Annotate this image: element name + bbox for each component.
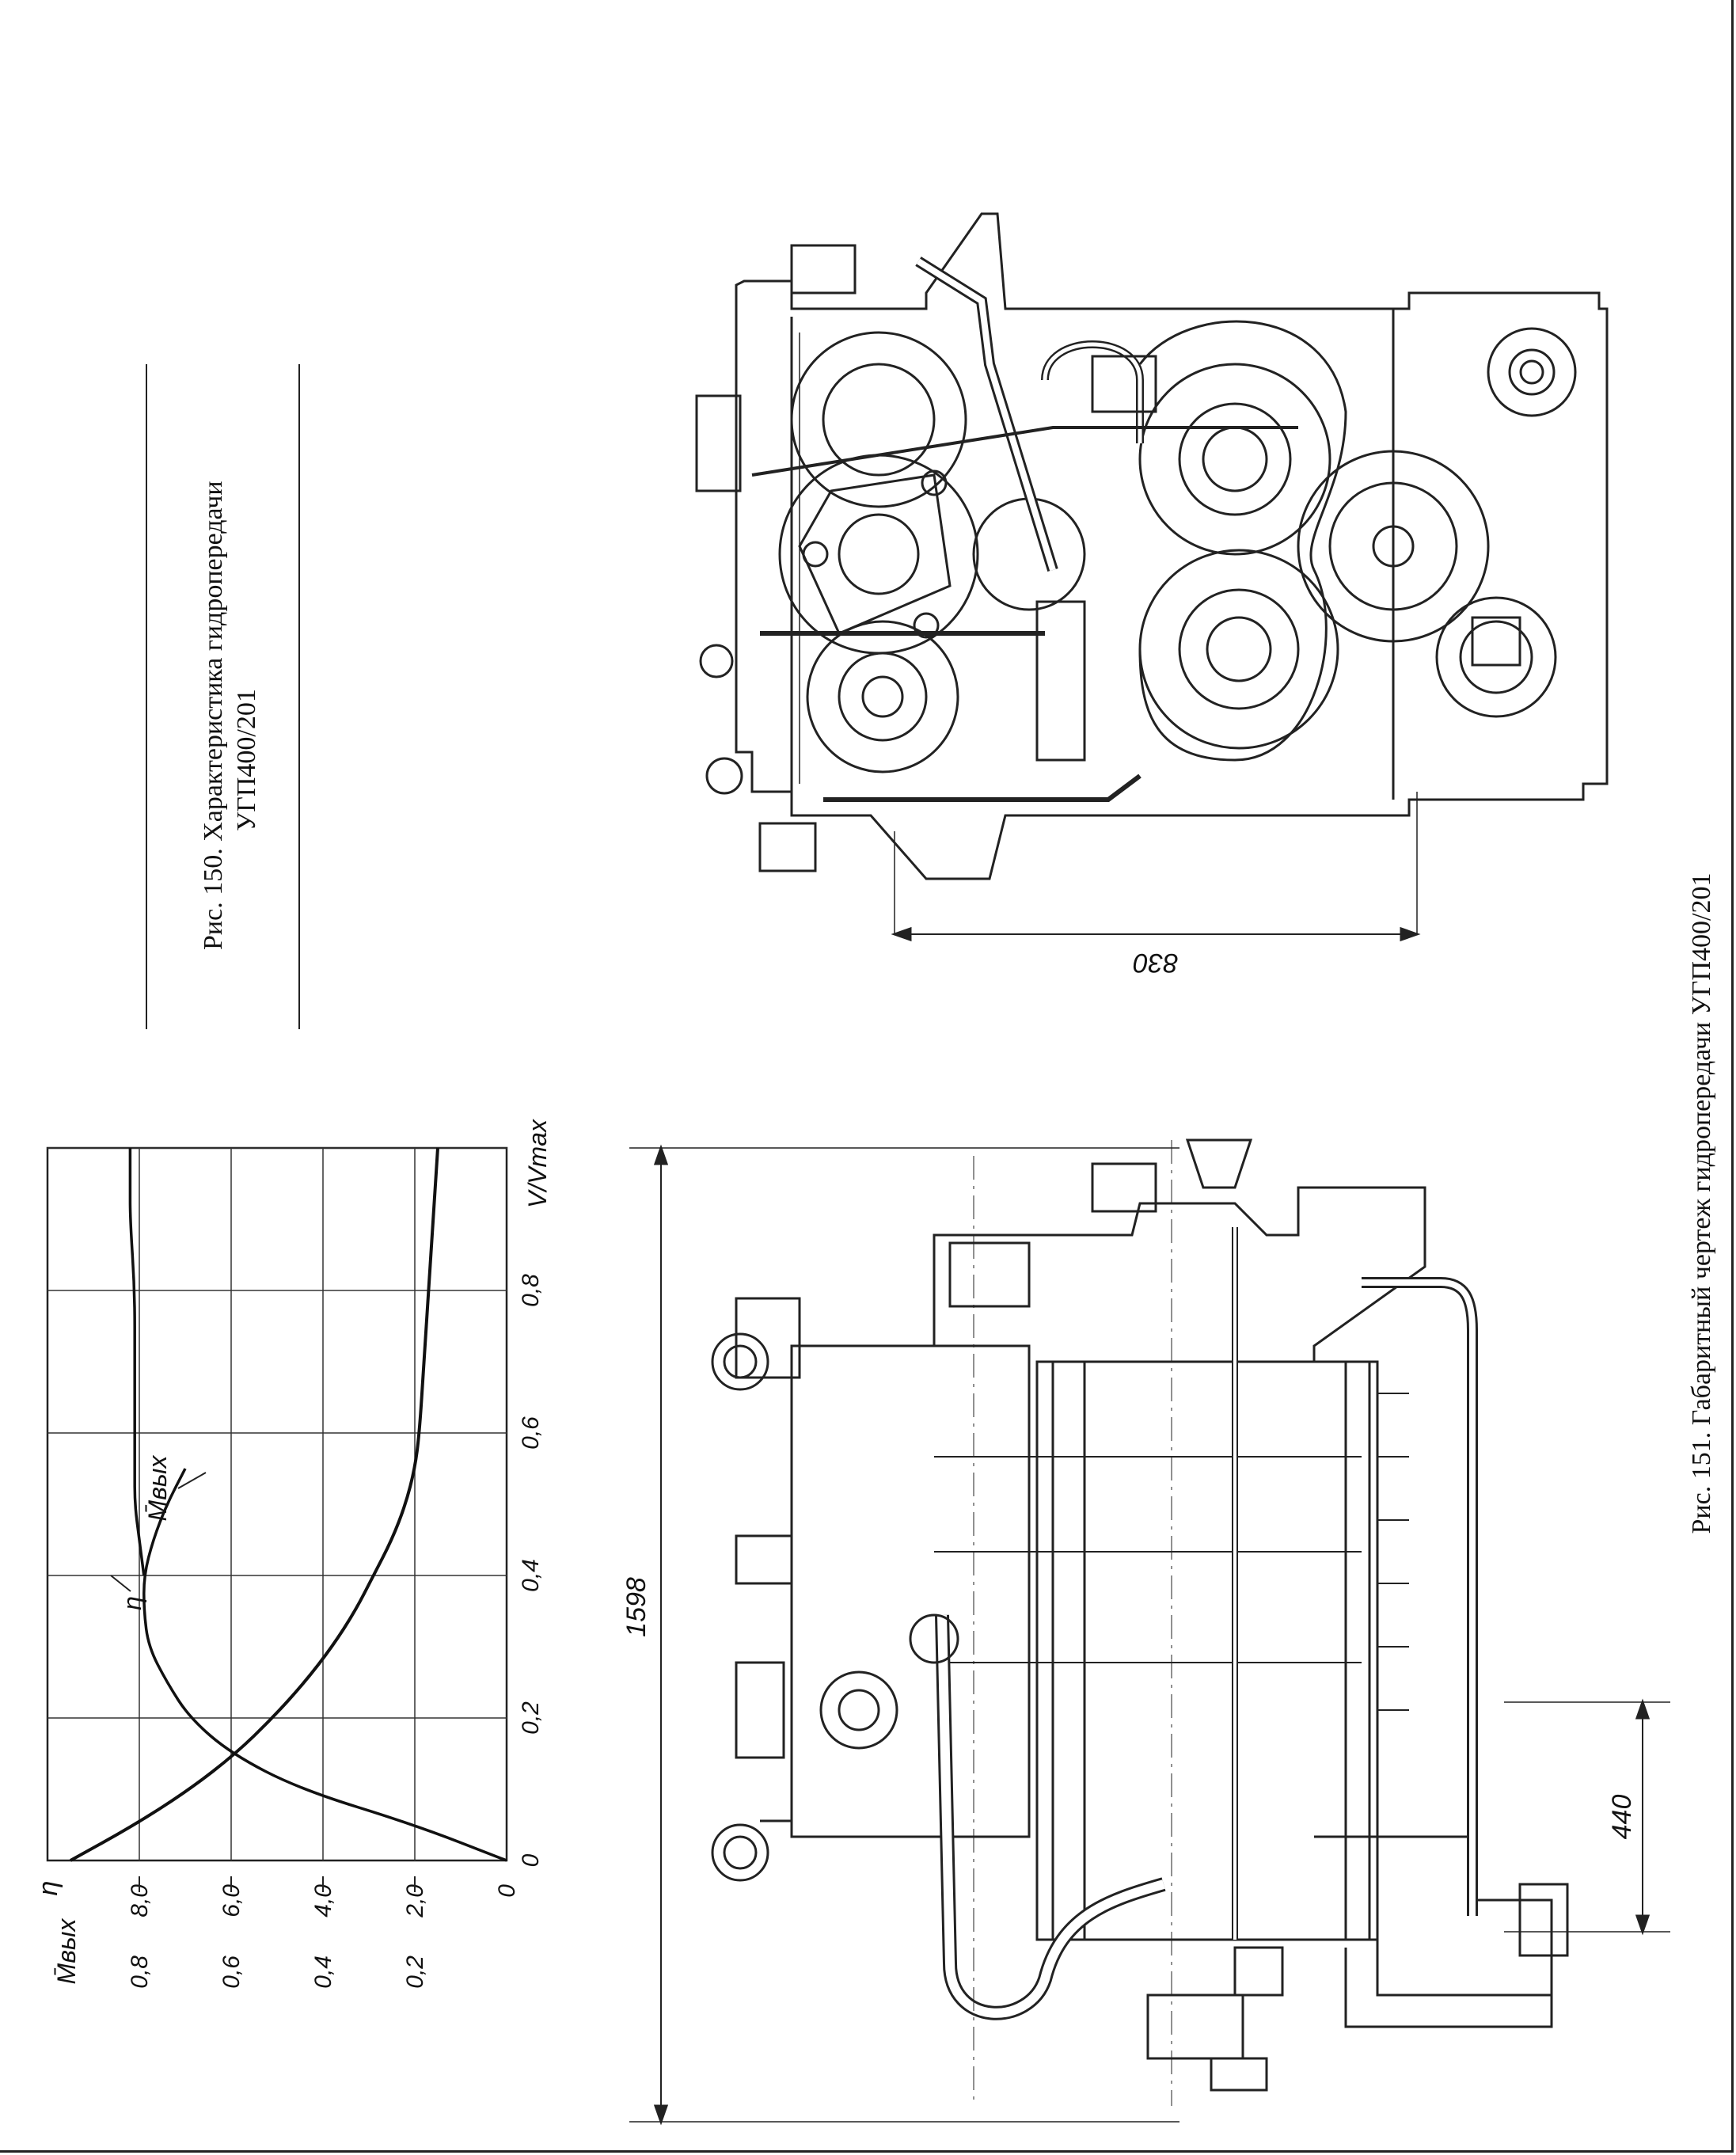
dimension-1598: 1598 bbox=[621, 1577, 651, 1637]
fig150-chart: 00,20,40,60,802,04,06,08,00,20,40,60,8 V… bbox=[33, 1119, 552, 1989]
series-line-2 bbox=[70, 1147, 439, 1862]
chart-grid bbox=[47, 1147, 507, 1860]
chart-ticks: 00,20,40,60,802,04,06,08,00,20,40,60,8 bbox=[127, 1274, 544, 1989]
x-tick-label: 0,4 bbox=[518, 1559, 544, 1592]
chart-series bbox=[70, 1147, 507, 1862]
y-left-axis-label: M̄вых bbox=[52, 1918, 81, 1985]
chart-plot-area bbox=[46, 1146, 508, 1862]
y-left-tick-label: 0 bbox=[494, 1884, 520, 1898]
x-tick-label: 0,8 bbox=[518, 1274, 544, 1307]
y-right-tick-label: 0,2 bbox=[402, 1955, 428, 1989]
dimension-830: 830 bbox=[1134, 948, 1179, 978]
y-right-tick-label: 0,4 bbox=[310, 1955, 336, 1989]
series-line-0 bbox=[142, 1468, 507, 1862]
fig150-caption-line2: УГП400/201 bbox=[232, 689, 261, 831]
series-line-1 bbox=[128, 1148, 146, 1576]
transmission-end-view-drawing bbox=[695, 212, 1609, 942]
fig150-caption-line1: Рис. 150. Характеристика гидропередачи bbox=[199, 481, 228, 950]
x-tick-label: 0,6 bbox=[518, 1416, 544, 1450]
fig150-caption-block: Рис. 150. Характеристика гидропередачи У… bbox=[146, 364, 300, 1029]
x-tick-label: 0 bbox=[518, 1853, 544, 1867]
dimension-440: 440 bbox=[1607, 1795, 1637, 1840]
fig151-caption: Рис. 151. Габаритный чертеж гидропередач… bbox=[1687, 873, 1716, 1534]
y-right-tick-label: 0,6 bbox=[218, 1955, 245, 1989]
eta-curve-label: η bbox=[118, 1596, 146, 1610]
y-right-axis-label: η bbox=[33, 1881, 63, 1896]
y-right-tick-label: 0,8 bbox=[127, 1955, 153, 1989]
transmission-side-view-drawing bbox=[629, 1138, 1670, 2126]
moment-curve-label: M̄вых bbox=[143, 1455, 172, 1522]
x-tick-label: 0,2 bbox=[518, 1701, 544, 1735]
x-axis-label: V/Vmax bbox=[523, 1119, 552, 1208]
